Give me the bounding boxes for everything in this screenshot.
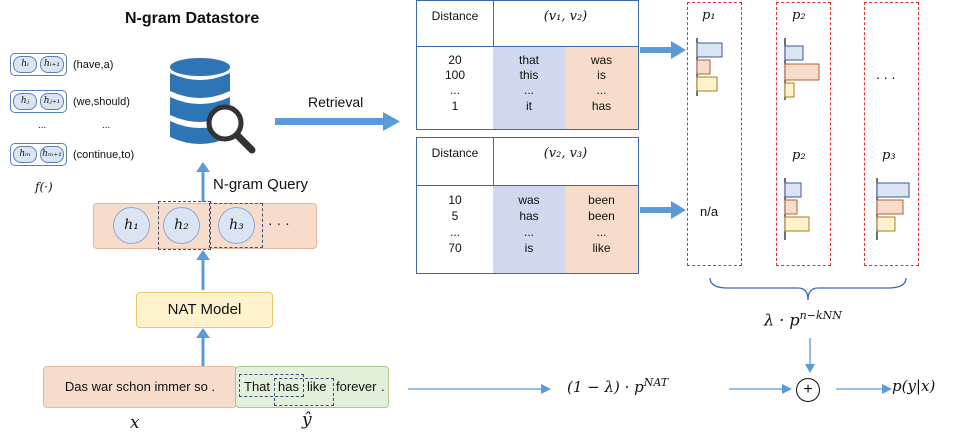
distribution-column-2 (776, 2, 831, 266)
table2-col1-1: has (519, 209, 539, 223)
table1-arrow (640, 41, 686, 59)
target-token: like (307, 379, 327, 394)
column-ellipsis: . . . (876, 66, 896, 82)
hidden-key: hₘ (13, 146, 37, 163)
datastore-title: N-gram Datastore (125, 10, 260, 27)
table2-col2-0: been (588, 193, 615, 207)
table1-col2-3: has (591, 99, 612, 113)
table2-col1-2: ... (523, 225, 534, 239)
table2-distance-2: ... (449, 225, 460, 239)
table2-header-distance: Distance (431, 146, 479, 160)
table1-col2-1: is (597, 68, 606, 82)
ngram-query-label: N-gram Query (213, 176, 309, 193)
table1-col1-1: this (519, 68, 539, 82)
retrieval-table-1: Distance (v₁, v₂) 20 100 ... 1 that this… (416, 0, 639, 130)
distribution-column-1 (687, 2, 742, 266)
table1-col1-2: ... (523, 83, 534, 97)
target-sentence: That has like forever . (235, 366, 389, 408)
table2-distance-0: 10 (448, 193, 462, 207)
nat-to-hidden-arrow (196, 250, 210, 290)
table1-distance-1: 100 (444, 68, 466, 82)
key-pair: hᵢ hᵢ₊₁ (10, 53, 67, 76)
prob-label-p2-bottom: p₂ (792, 148, 806, 163)
target-symbol: ŷ (302, 410, 312, 430)
ngram-window-2 (209, 203, 263, 248)
table2-col2-3: like (592, 241, 611, 255)
prob-label-p1: p₁ (702, 8, 716, 23)
nat-formula: (1 − λ) · pNAT (567, 376, 669, 396)
retrieval-arrow (275, 112, 400, 131)
table1-distance-0: 20 (448, 53, 462, 67)
hidden-key: hᵢ₊₁ (40, 56, 64, 73)
output-formula: p(y|x) (892, 377, 936, 395)
ngram-window-1 (158, 201, 211, 250)
target-token: . (381, 379, 385, 394)
nat-formula-arrow (729, 384, 792, 394)
hidden-key: hᵢ (13, 56, 37, 73)
knn-formula: λ · pn−kNN (764, 309, 842, 330)
datastore-value: (we,should) (73, 95, 130, 108)
distribution-column-3 (864, 2, 919, 266)
retrieval-label: Retrieval (308, 94, 364, 110)
table1-header-distance: Distance (431, 9, 479, 23)
datastore-ellipsis-right: ... (102, 120, 111, 131)
table1-distance-2: ... (449, 83, 460, 97)
table1-col2-2: ... (596, 83, 607, 97)
nat-arrow (408, 384, 551, 394)
table2-distance-1: 5 (451, 209, 459, 223)
retrieval-table-2: Distance (v₂, v₃) 10 5 ... 70 was has ..… (416, 137, 639, 274)
hidden-key: hₘ₊₁ (40, 146, 64, 163)
aggregation-brace (709, 277, 907, 301)
histogram-p2-bottom (784, 178, 810, 240)
table1-col1-3: it (526, 99, 532, 113)
output-arrow (836, 384, 892, 394)
datastore-row-1: hᵢ hᵢ₊₁ (have,a) (10, 53, 113, 76)
hidden-key: hⱼ₊₁ (40, 93, 64, 110)
target-token: That (244, 379, 271, 394)
database-icon (170, 58, 256, 154)
source-sentence: Das war schon immer so . (43, 366, 237, 408)
datastore-row-2: hⱼ hⱼ₊₁ (we,should) (10, 90, 130, 113)
target-token: forever (336, 379, 377, 394)
sum-operator: + (796, 378, 820, 402)
datastore-value: (have,a) (73, 58, 114, 71)
table2-arrow (640, 201, 686, 219)
table1-col2-0: was (590, 53, 613, 67)
histogram-p3 (876, 178, 910, 240)
key-pair: hₘ hₘ₊₁ (10, 143, 67, 166)
key-function: f(·) (35, 180, 53, 194)
histogram-p1 (696, 38, 723, 96)
datastore-value: (continue,to) (73, 148, 135, 161)
source-symbol: x (130, 413, 140, 433)
table1-header-pair: (v₁, v₂) (543, 9, 588, 24)
nat-model-box: NAT Model (136, 292, 273, 328)
table1-distance-3: 1 (451, 99, 459, 113)
hidden-state-3: h₃ (218, 207, 255, 244)
histogram-p2-top (784, 38, 820, 100)
target-token: has (278, 379, 299, 394)
table1-col1-0: that (518, 53, 539, 67)
prob-label-p2-top: p₂ (792, 8, 806, 23)
input-to-nat-arrow (196, 328, 210, 366)
datastore-ellipsis-left: ... (38, 120, 47, 131)
na-label: n/a (700, 204, 719, 219)
table2-col2-2: ... (596, 225, 607, 239)
table2-header-pair: (v₂, v₃) (543, 146, 588, 161)
table2-col1-0: was (518, 193, 540, 207)
key-pair: hⱼ hⱼ₊₁ (10, 90, 67, 113)
prob-label-p3: p₃ (882, 148, 896, 163)
table2-distance-3: 70 (448, 241, 462, 255)
hidden-key: hⱼ (13, 93, 37, 110)
hidden-state-2: h₂ (163, 207, 200, 244)
table2-col2-1: been (588, 209, 615, 223)
knn-arrow (805, 338, 815, 373)
hidden-state-1: h₁ (113, 207, 150, 244)
target-ngram-box-1 (239, 374, 304, 397)
table2-col1-3: is (524, 241, 534, 255)
hidden-ellipsis: · · · (268, 215, 290, 231)
target-ngram-box-2 (274, 378, 334, 406)
datastore-row-3: hₘ hₘ₊₁ (continue,to) (10, 143, 134, 166)
query-arrow (196, 162, 210, 202)
